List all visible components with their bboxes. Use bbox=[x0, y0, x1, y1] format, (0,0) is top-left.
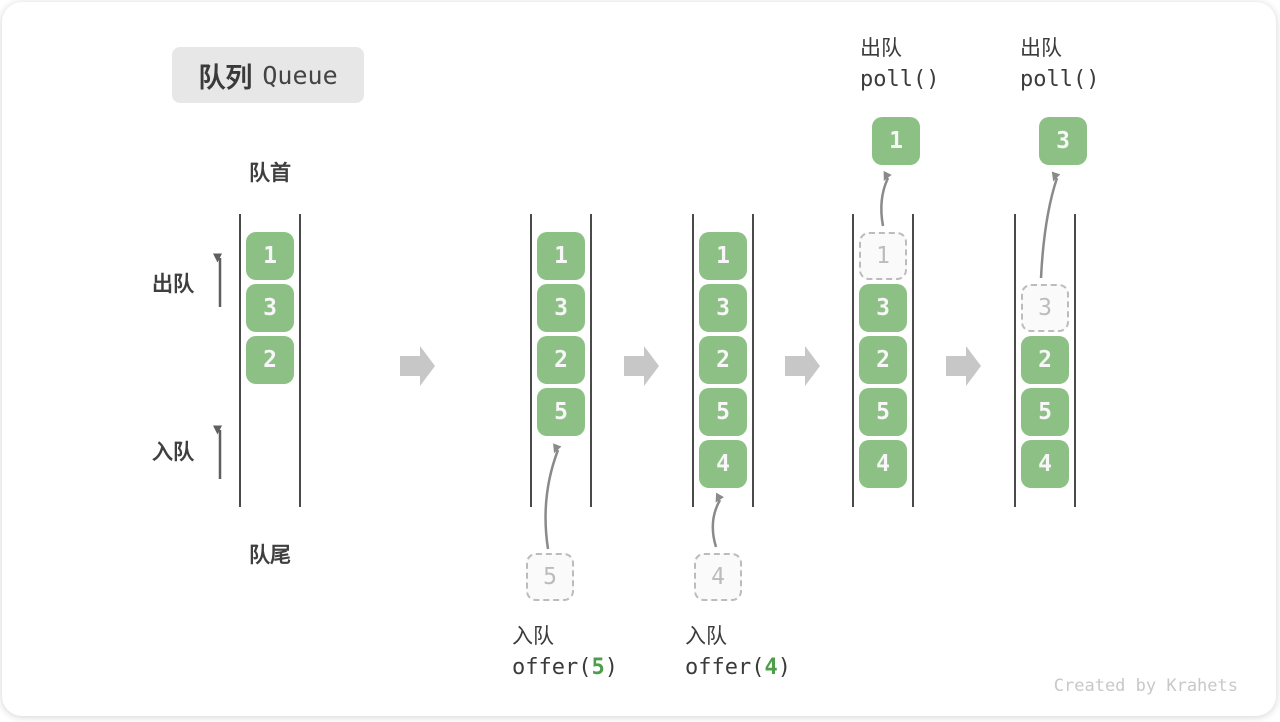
code-text: ) bbox=[777, 655, 791, 680]
queue4-result-cell: 1 bbox=[872, 117, 920, 165]
queue5-cell: 5 bbox=[1021, 388, 1069, 436]
queue4-ghost-cell: 1 bbox=[859, 232, 907, 280]
queue3-staged-cell: 4 bbox=[694, 553, 742, 601]
queue4-cell: 4 bbox=[859, 440, 907, 488]
poll2-action-label: 出队 bbox=[1020, 37, 1062, 60]
queue-rails-2 bbox=[530, 214, 592, 507]
queue3-cell: 4 bbox=[699, 440, 747, 488]
code-text: offer( bbox=[512, 655, 592, 680]
queue-rails-3 bbox=[692, 214, 754, 507]
poll2-annotation: 出队 poll() bbox=[1020, 32, 1099, 92]
queue2-cell: 1 bbox=[537, 232, 585, 280]
queue5-ghost-cell: 3 bbox=[1021, 284, 1069, 332]
queue1-cell: 2 bbox=[246, 336, 294, 384]
queue-front-label: 队首 bbox=[249, 162, 291, 185]
poll1-code: poll() bbox=[860, 67, 940, 92]
code-text: offer( bbox=[685, 655, 765, 680]
queue4-cell: 5 bbox=[859, 388, 907, 436]
queue-rails-4 bbox=[852, 214, 914, 507]
queue3-cell: 2 bbox=[699, 336, 747, 384]
queue-rails-5 bbox=[1014, 214, 1076, 507]
enqueue4-annotation: 入队 offer(4) bbox=[685, 620, 791, 680]
queue3-cell: 3 bbox=[699, 284, 747, 332]
queue4-cell: 3 bbox=[859, 284, 907, 332]
queue5-result-cell: 3 bbox=[1039, 117, 1087, 165]
queue-rails-1 bbox=[239, 214, 301, 507]
enqueue5-annotation: 入队 offer(5) bbox=[512, 620, 618, 680]
step-arrow-icon-4 bbox=[946, 346, 981, 386]
enqueue4-arrow-icon bbox=[711, 492, 724, 548]
poll1-annotation: 出队 poll() bbox=[860, 32, 939, 92]
queue4-cell: 2 bbox=[859, 336, 907, 384]
queue3-cell: 5 bbox=[699, 388, 747, 436]
queue2-cell: 2 bbox=[537, 336, 585, 384]
queue-rear-label: 队尾 bbox=[249, 544, 291, 567]
queue1-cell: 1 bbox=[246, 232, 294, 280]
queue5-cell: 4 bbox=[1021, 440, 1069, 488]
watermark: Created by Krahets bbox=[1053, 676, 1238, 696]
queue2-staged-cell: 5 bbox=[526, 553, 574, 601]
enqueue-side-label: 入队 bbox=[152, 441, 194, 464]
step-arrow-icon-3 bbox=[785, 346, 820, 386]
code-arg: 4 bbox=[764, 655, 778, 680]
queue2-cell: 5 bbox=[537, 388, 585, 436]
title-en: Queue bbox=[262, 60, 338, 90]
code-arg: 5 bbox=[591, 655, 605, 680]
poll1-action-label: 出队 bbox=[860, 37, 902, 60]
enqueue4-code: offer(4) bbox=[685, 655, 791, 680]
enqueue4-action-label: 入队 bbox=[685, 625, 727, 648]
queue5-cell: 2 bbox=[1021, 336, 1069, 384]
queue3-cell: 1 bbox=[699, 232, 747, 280]
queue2-cell: 3 bbox=[537, 284, 585, 332]
enqueue5-code: offer(5) bbox=[512, 655, 618, 680]
title-zh: 队列 bbox=[198, 62, 253, 93]
step-arrow-icon-1 bbox=[400, 346, 435, 386]
flow-arrow-icons bbox=[544, 170, 1061, 550]
queue1-cell: 3 bbox=[246, 284, 294, 332]
dequeue-side-label: 出队 bbox=[152, 273, 194, 296]
title-badge: 队列 Queue bbox=[172, 47, 364, 103]
poll2-code: poll() bbox=[1020, 67, 1100, 92]
code-text: ) bbox=[604, 655, 618, 680]
enqueue5-action-label: 入队 bbox=[512, 625, 554, 648]
step-arrow-icon-2 bbox=[624, 346, 659, 386]
